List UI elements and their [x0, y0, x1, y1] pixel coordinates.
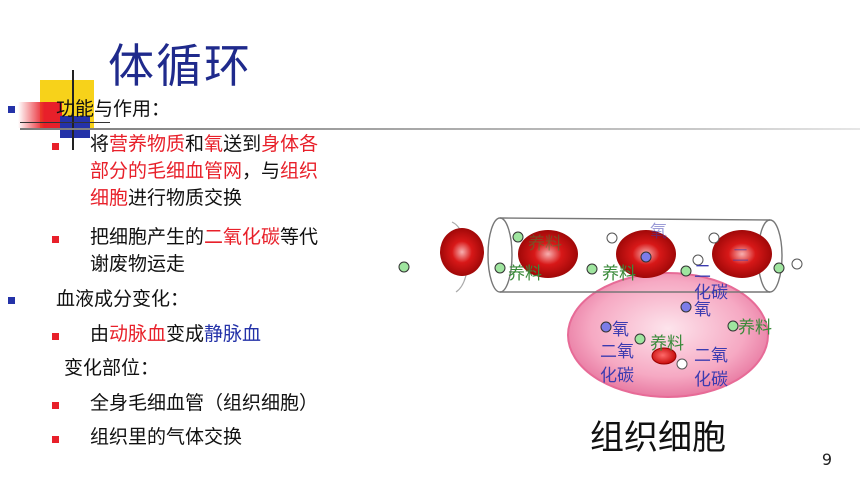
- text: 送到: [223, 133, 262, 155]
- decor-vertical-line: [72, 70, 74, 150]
- text: 把细胞产生的: [90, 226, 205, 248]
- bullet-square: [8, 297, 15, 304]
- red-blood-cell: [440, 228, 484, 276]
- label-co2-line2: 化碳: [694, 370, 728, 390]
- label-nutrient: 养料: [738, 318, 772, 338]
- diagram-caption: 组织细胞: [590, 418, 726, 458]
- highlight-venous-blood: 静脉血: [204, 323, 262, 345]
- bullet-square: [8, 106, 15, 113]
- highlight-nutrients: 营养物质: [109, 133, 186, 155]
- item-2-line-1: 把细胞产生的二氧化碳等代: [90, 224, 318, 251]
- item-1-line-2: 部分的毛细血管网，与组织: [90, 158, 318, 185]
- highlight-co2: 二氧化碳: [204, 226, 281, 248]
- decor-red-bar: [18, 102, 62, 128]
- text: 将: [90, 133, 110, 155]
- bullet-square: [52, 143, 59, 150]
- bullet-square: [52, 402, 59, 409]
- label-co2-part: 二: [732, 246, 749, 266]
- text: 变成: [166, 323, 205, 345]
- text: ，与: [242, 160, 281, 182]
- item-2-line-2: 谢废物运走: [90, 253, 186, 275]
- text: 进行物质交换: [128, 187, 243, 209]
- item-5: 组织里的气体交换: [90, 426, 243, 448]
- item-4: 全身毛细血管（组织细胞）: [90, 392, 319, 414]
- capillary-entrance: [451, 221, 469, 293]
- label-co2-part: 二: [694, 262, 711, 282]
- label-nutrient: 养料: [508, 264, 542, 284]
- title-underline: [20, 128, 860, 130]
- slide-title: 体循环: [108, 39, 252, 93]
- bullet-square: [52, 436, 59, 443]
- highlight-tissue: 组织: [280, 160, 319, 182]
- label-oxygen: 氧: [612, 320, 629, 340]
- bullet-square: [52, 333, 59, 340]
- text: 等代: [280, 226, 319, 248]
- item-3: 由动脉血变成静脉血: [90, 321, 261, 348]
- label-oxygen: 氧: [650, 222, 667, 242]
- highlight-capillary-network: 部分的毛细血管网: [90, 160, 243, 182]
- highlight-oxygen: 氧: [204, 133, 224, 155]
- label-co2-line1: 二氧: [694, 346, 728, 366]
- page-number: 9: [821, 450, 832, 469]
- label-co2-part: 化碳: [694, 283, 728, 303]
- label-co2-line2: 化碳: [600, 366, 634, 386]
- label-nutrient: 养料: [528, 234, 562, 254]
- decor-horizontal-line: [20, 122, 110, 123]
- item-1-line-1: 将营养物质和氧送到身体各: [90, 131, 318, 158]
- label-nutrient: 养料: [650, 334, 684, 354]
- label-oxygen: 氧: [694, 300, 711, 320]
- highlight-arterial-blood: 动脉血: [109, 323, 167, 345]
- function-heading: 功能与作用：: [56, 98, 171, 120]
- item-1-line-3: 细胞进行物质交换: [90, 185, 242, 212]
- blood-heading: 血液成分变化：: [56, 288, 190, 310]
- highlight-cells: 细胞: [90, 187, 129, 209]
- highlight-body-parts: 身体各: [261, 133, 319, 155]
- bullet-square: [52, 236, 59, 243]
- label-nutrient: 养料: [602, 264, 636, 284]
- label-co2-line1: 二氧: [600, 342, 634, 362]
- location-heading: 变化部位：: [64, 357, 160, 379]
- decor-blue-square: [60, 116, 90, 138]
- text: 和: [185, 133, 205, 155]
- capillary-end-right: [757, 219, 783, 293]
- text: 由: [90, 323, 110, 345]
